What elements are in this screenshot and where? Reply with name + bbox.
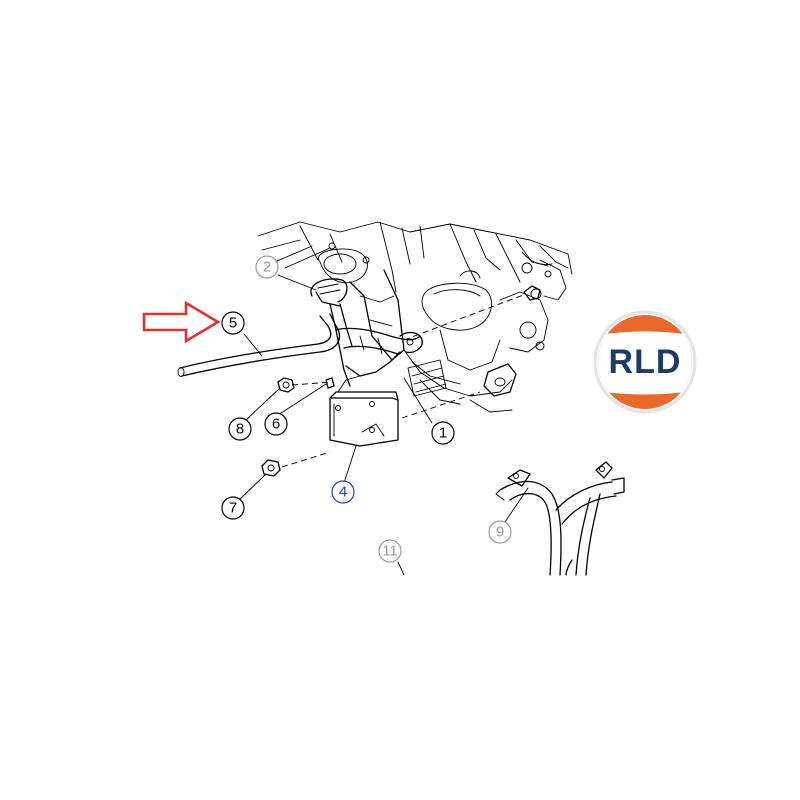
callout-7: 7 <box>221 496 245 520</box>
callout-8: 8 <box>228 417 252 441</box>
callout-2-label: 2 <box>263 259 271 276</box>
callout-8-label: 8 <box>236 421 244 438</box>
shield-part-4 <box>329 375 399 447</box>
fastener-nut-8 <box>277 377 295 393</box>
callout-5: 5 <box>221 311 245 335</box>
callout-1-label: 1 <box>439 425 447 442</box>
callout-6: 6 <box>264 412 288 436</box>
leader-lines <box>239 274 529 576</box>
callout-4-label: 4 <box>339 484 347 501</box>
fastener-nut-7 <box>261 459 281 477</box>
callout-5-label: 5 <box>229 315 237 332</box>
engine-bay-structure <box>257 221 573 413</box>
callout-4: 4 <box>331 480 355 504</box>
callout-11: 11 <box>378 539 402 563</box>
highlight-arrow <box>142 300 221 344</box>
fastener-top-right <box>523 285 541 301</box>
callout-7-label: 7 <box>229 500 237 517</box>
logo-text: RLD <box>609 343 682 381</box>
callout-2: 2 <box>255 255 279 279</box>
callout-1: 1 <box>431 421 455 445</box>
callout-9-label: 9 <box>496 524 504 541</box>
rld-logo: RLD <box>593 310 697 414</box>
callout-9: 9 <box>488 520 512 544</box>
callout-6-label: 6 <box>272 416 280 433</box>
fastener-bolt-6 <box>325 377 335 389</box>
hose-assembly-part-9 <box>495 461 625 576</box>
callout-11-label: 11 <box>382 543 398 560</box>
reservoir-assembly <box>310 278 423 387</box>
hose-part-5 <box>177 313 341 377</box>
